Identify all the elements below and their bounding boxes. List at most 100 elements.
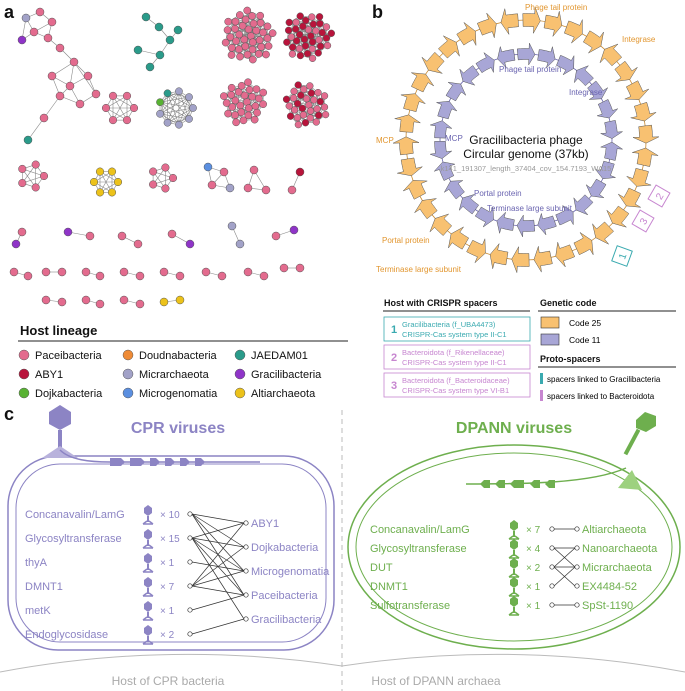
gene-arrow: [429, 213, 453, 236]
gene-arrow: [555, 242, 576, 268]
network-node: [323, 41, 332, 50]
network-node: [314, 111, 323, 119]
crispr-row-system: CRISPR-Cas system type II-C1: [402, 358, 507, 367]
network-node: [189, 104, 197, 112]
network-node: [224, 109, 232, 118]
network-node: [292, 18, 300, 26]
network-node: [254, 50, 263, 58]
network-node: [315, 13, 324, 21]
gene-arrow: [626, 167, 652, 187]
network-node: [248, 55, 257, 64]
outer-label-integrase: Integrase: [622, 35, 656, 44]
network-node: [231, 111, 239, 119]
gene-arrow: [456, 22, 477, 46]
network-node: [243, 50, 252, 59]
network-node: [244, 25, 253, 34]
network-node: [220, 92, 228, 100]
network-node: [129, 103, 139, 113]
network-node: [232, 118, 240, 127]
network-node: [306, 82, 314, 90]
gene-arrow: [563, 19, 583, 44]
network-node: [149, 180, 158, 189]
network-node: [95, 299, 105, 309]
cpr-host-label: ABY1: [251, 518, 279, 530]
network-node: [241, 15, 250, 24]
inner-label-integrase: Integrase: [569, 88, 603, 97]
crispr-row-host: Bacteroidota (f_Rikenellaceae): [402, 348, 505, 357]
network-node: [322, 23, 331, 31]
crispr-row-box: [383, 344, 531, 370]
network-node: [257, 42, 266, 51]
network-node: [310, 96, 318, 104]
dpann-gene-phage-icon: [508, 596, 520, 616]
network-node: [175, 120, 183, 129]
network-node: [251, 102, 260, 110]
gene-arrow: [632, 147, 659, 167]
code11-swatch: [540, 333, 560, 346]
gene-arrow: [537, 212, 557, 236]
network-node: [203, 162, 213, 172]
network-node: [39, 171, 49, 181]
network-node: [231, 24, 239, 33]
gene-arrow: [500, 8, 519, 35]
network-node: [234, 88, 243, 96]
dpann-gene-label: Concanavalin/LamG: [370, 524, 470, 536]
network-node: [222, 99, 231, 107]
network-node: [235, 11, 244, 19]
genome-title-1: Gracilibacteria phage: [469, 133, 583, 147]
cpr-gene-phage-icon: [142, 577, 154, 597]
network-node: [290, 106, 299, 114]
network-node: [241, 42, 250, 51]
cpr-gene-count: × 10: [160, 510, 180, 521]
network-node: [95, 271, 105, 281]
network-node: [55, 91, 65, 101]
network-node: [313, 105, 321, 113]
network-node: [237, 81, 246, 90]
network-node: [227, 90, 236, 99]
dpann-gene-phage-icon: [508, 520, 520, 540]
code25-swatch: [540, 316, 560, 329]
cpr-title: CPR viruses: [131, 420, 225, 437]
network-node: [321, 110, 330, 119]
network-node: [221, 38, 230, 47]
gene-arrow: [403, 180, 428, 200]
genome-title-2: Circular genome (37kb): [463, 147, 588, 161]
gene-arrow: [429, 120, 453, 139]
network-node: [107, 188, 117, 197]
network-node: [296, 51, 305, 60]
network-node: [47, 71, 57, 81]
panel-label-a: a: [4, 2, 15, 22]
inner-label-phage-tail: Phage tail protein: [499, 65, 561, 74]
network-node: [248, 12, 256, 20]
network-node: [235, 45, 243, 54]
network-node: [282, 95, 291, 103]
network-node: [295, 263, 305, 273]
network-node: [252, 26, 261, 35]
genetic-code-header: Genetic code: [540, 298, 597, 308]
cpr-host-footer: Host of CPR bacteria: [112, 674, 225, 688]
network-node: [161, 184, 170, 193]
gene-arrow: [573, 232, 594, 256]
cpr-gene-phage-icon: [142, 505, 154, 525]
network-node: [245, 85, 254, 94]
network-node: [259, 28, 267, 37]
crispr-row-host: Gracilibacteria (f_UBA4473): [402, 320, 496, 329]
network-node: [308, 13, 316, 21]
network-node: [91, 89, 101, 99]
network-node: [289, 43, 297, 51]
gene-arrow: [459, 65, 480, 86]
network-node: [290, 87, 298, 95]
network-node: [243, 267, 253, 277]
network-node: [236, 52, 244, 61]
network-node: [301, 42, 310, 50]
cpr-gene-label: metK: [25, 605, 51, 617]
cpr-host-label: Dojkabacteria: [251, 542, 319, 554]
crispr-row-box: [383, 316, 531, 342]
network-node: [292, 25, 300, 33]
dpann-host-footer: Host of DPANN archaea: [371, 674, 500, 688]
crispr-row-system: CRISPR-Cas system type II-C1: [402, 330, 507, 339]
legend-swatch-microgenomatia: [122, 387, 134, 399]
proto-graci-label: spacers linked to Gracilibacteria: [547, 375, 661, 384]
gene-arrow: [475, 52, 495, 74]
